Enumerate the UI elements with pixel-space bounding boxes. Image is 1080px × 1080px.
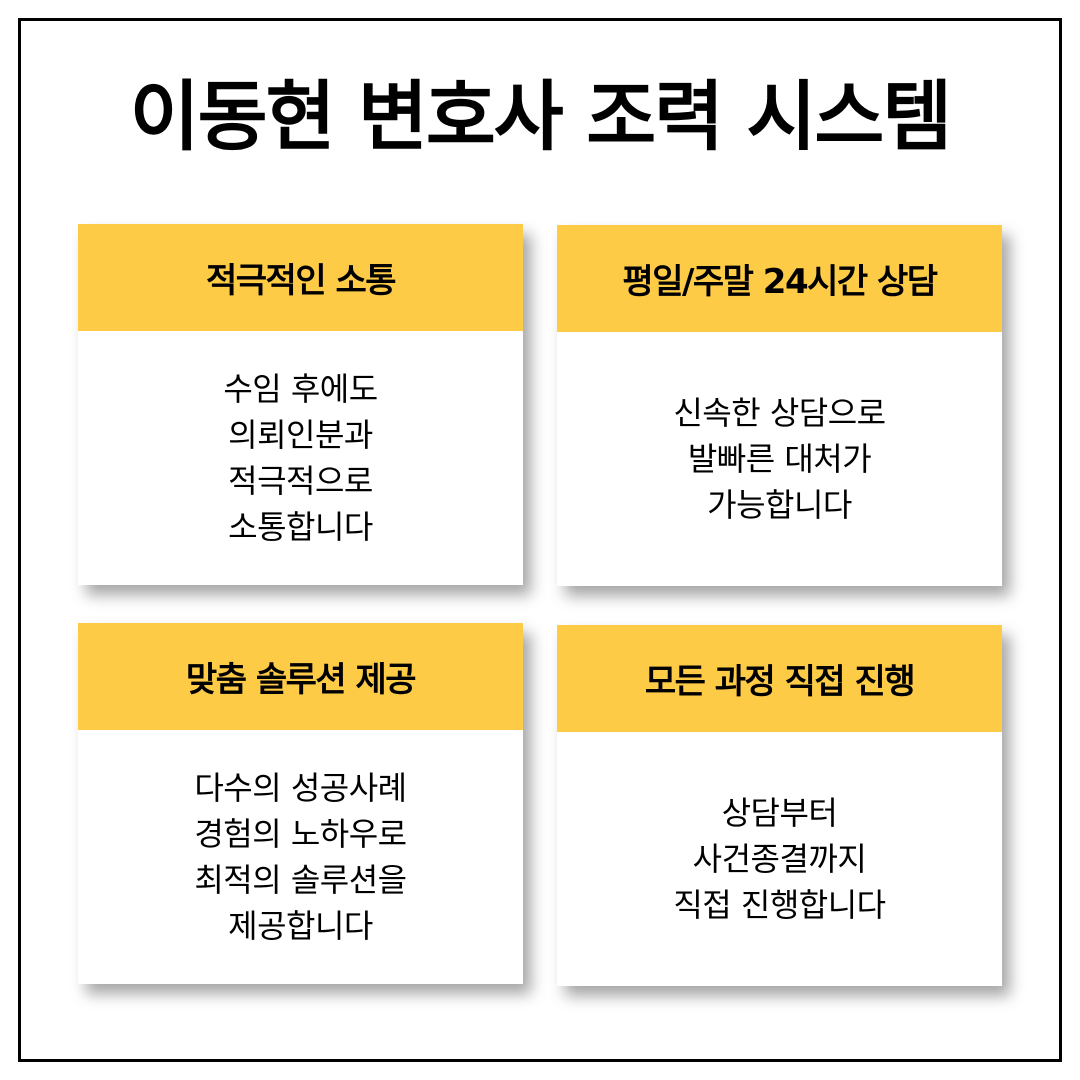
card-heading: 평일/주말 24시간 상담	[557, 225, 1002, 332]
card-direct-handling: 모든 과정 직접 진행 상담부터 사건종결까지 직접 진행합니다	[557, 625, 1002, 986]
card-line: 사건종결까지	[692, 840, 867, 878]
card-custom-solution: 맞춤 솔루션 제공 다수의 성공사례 경험의 노하우로 최적의 솔루션을 제공합…	[78, 623, 523, 984]
card-line: 가능합니다	[707, 486, 852, 524]
card-communication: 적극적인 소통 수임 후에도 의뢰인분과 적극적으로 소통합니다	[78, 224, 523, 585]
card-line: 의뢰인분과	[228, 416, 373, 454]
card-heading: 모든 과정 직접 진행	[557, 625, 1002, 732]
card-heading: 맞춤 솔루션 제공	[78, 623, 523, 730]
card-heading: 적극적인 소통	[78, 224, 523, 331]
card-line: 발빠른 대처가	[687, 440, 872, 478]
card-line: 제공합니다	[228, 907, 373, 945]
card-line: 경험의 노하우로	[194, 815, 407, 853]
card-line: 다수의 성공사례	[194, 769, 407, 807]
card-line: 신속한 상담으로	[673, 394, 886, 432]
card-body: 상담부터 사건종결까지 직접 진행합니다	[557, 732, 1002, 986]
page-title: 이동현 변호사 조력 시스템	[129, 72, 953, 161]
card-line: 상담부터	[721, 794, 838, 832]
card-line: 최적의 솔루션을	[194, 861, 407, 899]
card-body: 다수의 성공사례 경험의 노하우로 최적의 솔루션을 제공합니다	[78, 730, 523, 984]
card-line: 수임 후에도	[223, 370, 378, 408]
card-line: 적극적으로	[228, 462, 373, 500]
card-line: 직접 진행합니다	[673, 886, 886, 924]
card-body: 신속한 상담으로 발빠른 대처가 가능합니다	[557, 332, 1002, 586]
card-line: 소통합니다	[228, 508, 373, 546]
card-body: 수임 후에도 의뢰인분과 적극적으로 소통합니다	[78, 331, 523, 585]
card-24h-consultation: 평일/주말 24시간 상담 신속한 상담으로 발빠른 대처가 가능합니다	[557, 225, 1002, 586]
